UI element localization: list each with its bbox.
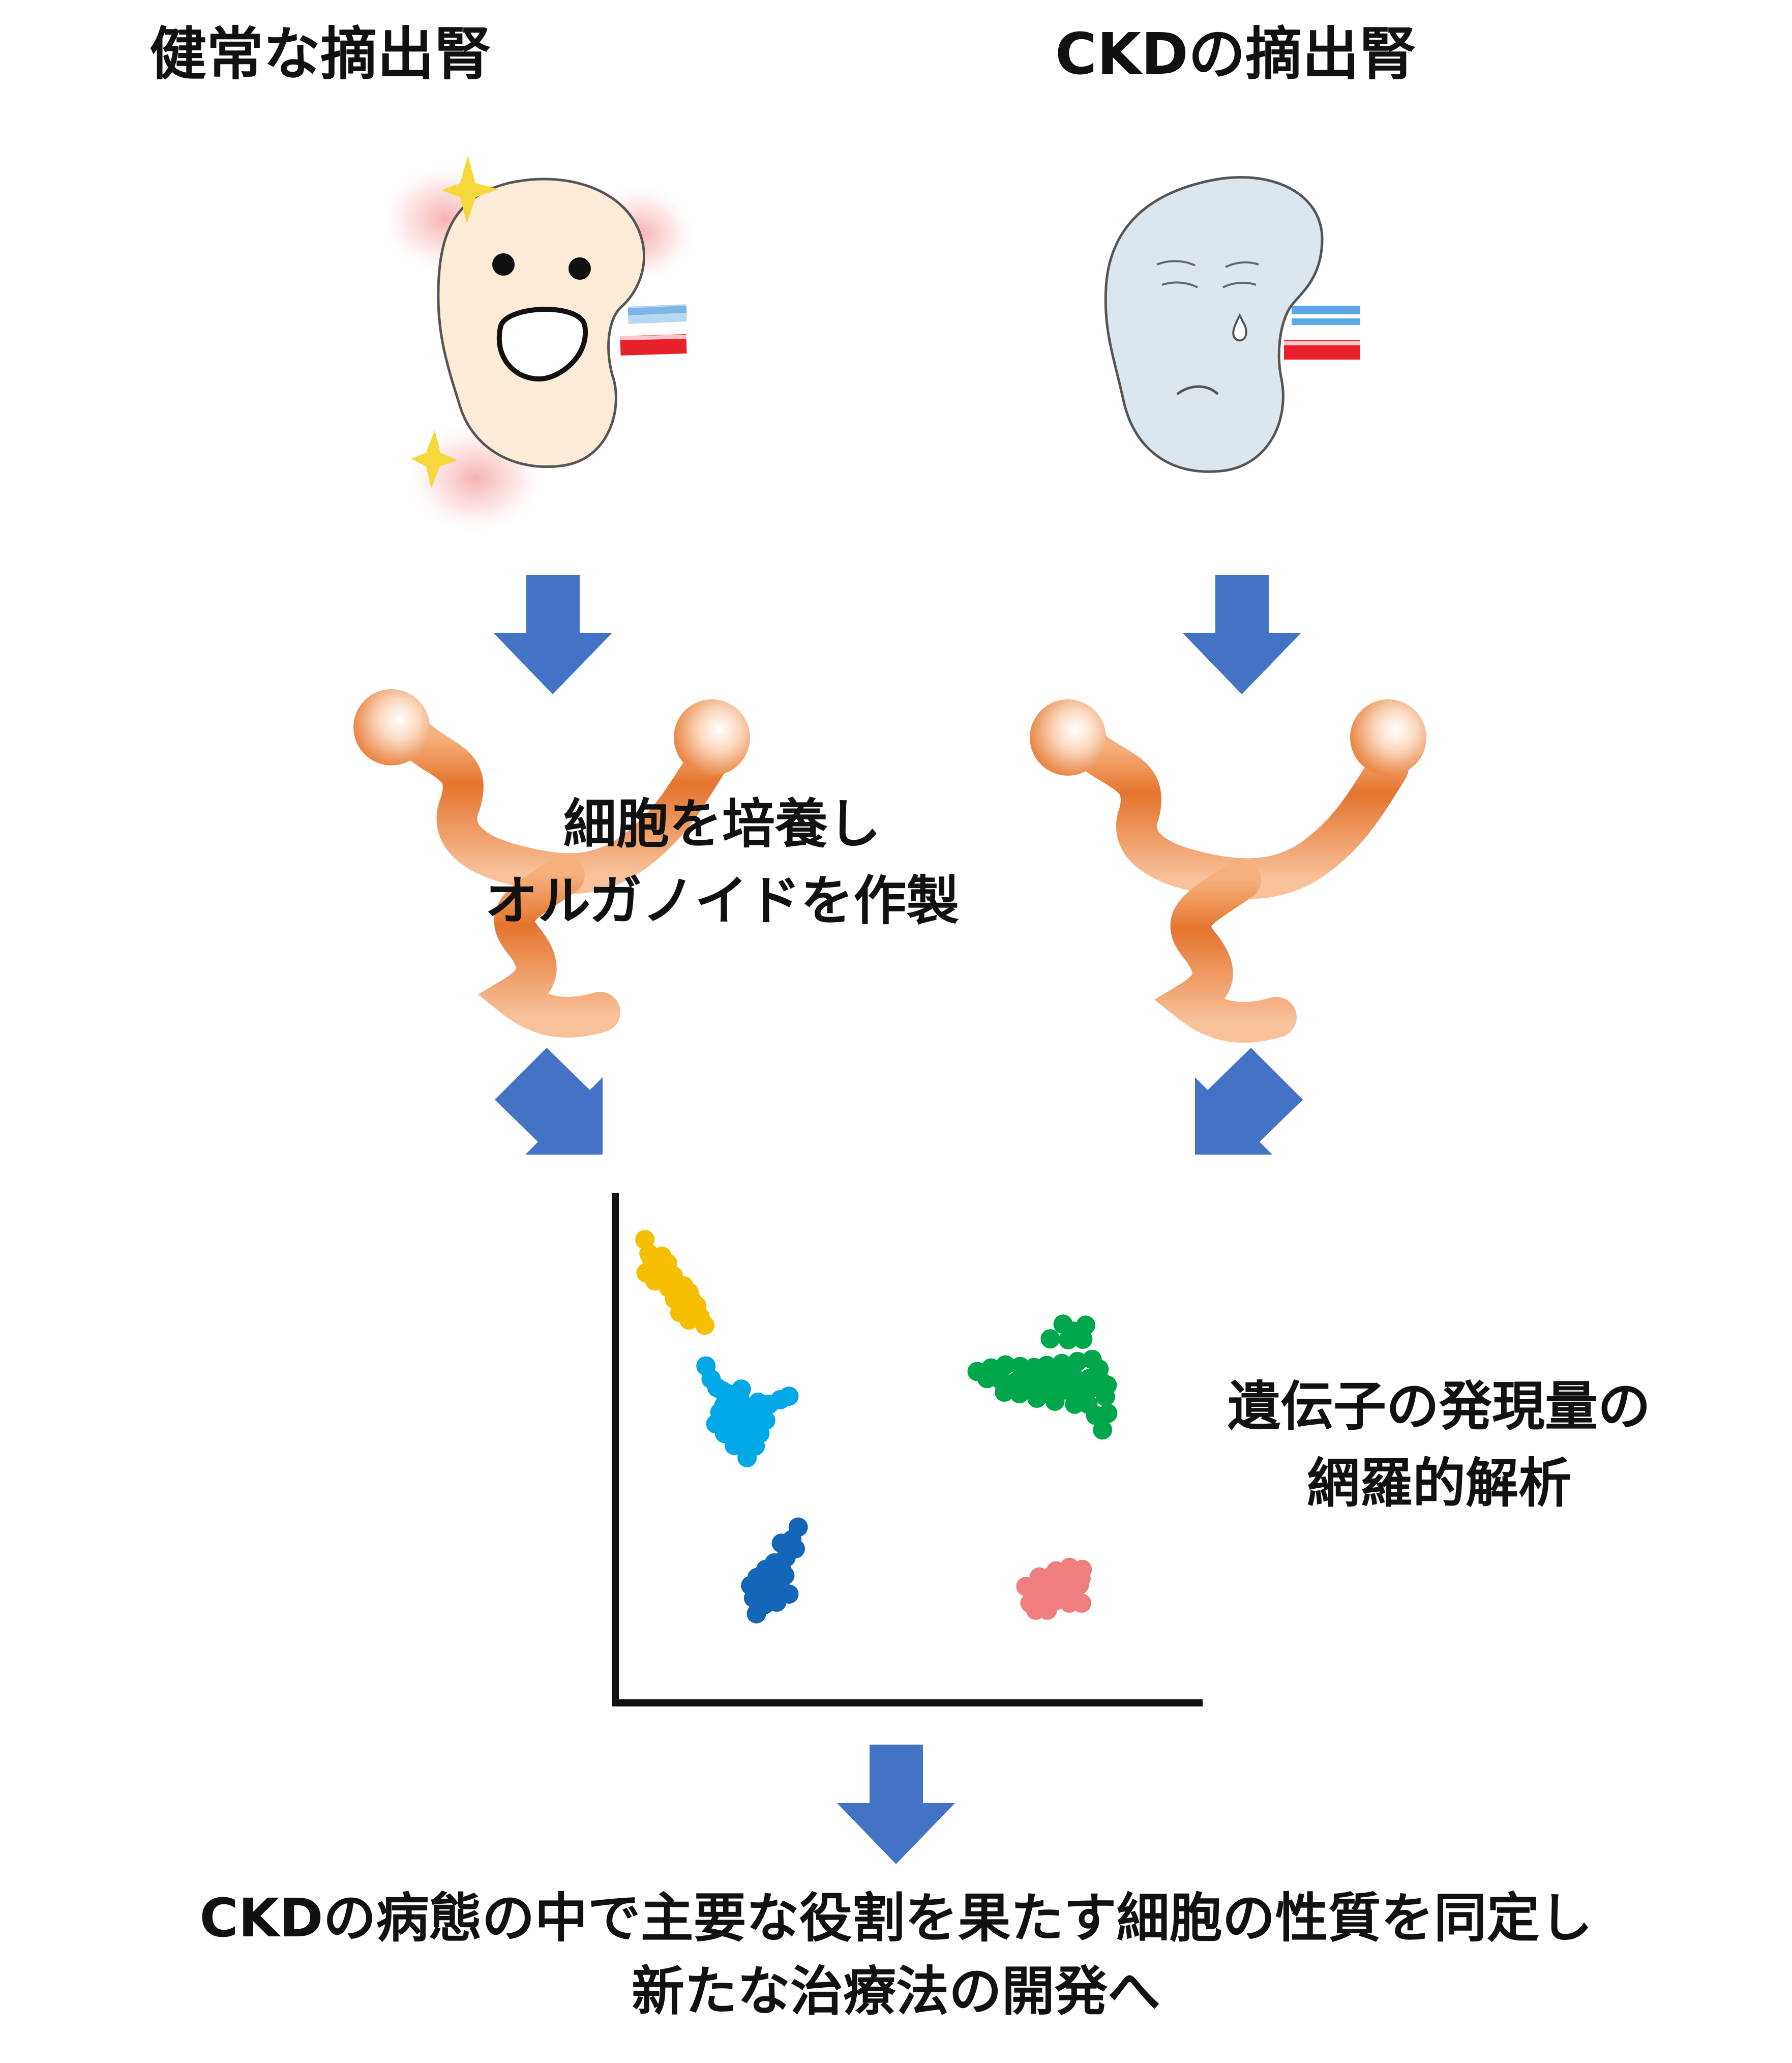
organoid-step-line: オルガノイドを作製 <box>485 869 960 932</box>
kidney-frown <box>1176 385 1219 395</box>
data-point-cluster-3 <box>1027 1389 1047 1408</box>
data-point-cluster-3 <box>1098 1403 1118 1423</box>
scatter-points <box>635 1230 1118 1624</box>
data-point-cluster-3 <box>1058 1330 1078 1350</box>
kidney-brow <box>1156 260 1196 267</box>
arrow-diagonal-right-icon <box>495 1048 603 1155</box>
data-point-cluster-3 <box>1095 1387 1115 1406</box>
data-point-cluster-3 <box>1065 1394 1085 1414</box>
conclusion-line: CKDの病態の中で主要な役割を果たす細胞の性質を同定し <box>199 1887 1593 1949</box>
organoid-bulb <box>1350 699 1426 776</box>
organoid-tube <box>1154 860 1297 1043</box>
data-point-cluster-3 <box>1040 1329 1060 1349</box>
kidney-eye-right <box>569 257 591 280</box>
kidney-brow <box>1222 281 1257 288</box>
kidney-smile <box>496 307 588 382</box>
data-point-cluster-3 <box>995 1382 1014 1402</box>
organoid-illustration-left <box>353 689 750 1038</box>
data-point-cluster-1 <box>679 1310 699 1330</box>
ckd-kidney-illustration <box>1104 176 1360 473</box>
organoid-tube <box>478 854 620 1038</box>
data-point-cluster-5 <box>1072 1593 1091 1613</box>
organoid-tube <box>1068 727 1409 899</box>
data-point-cluster-2 <box>779 1387 799 1406</box>
organoid-bulb <box>353 689 430 765</box>
data-point-cluster-2 <box>737 1448 757 1467</box>
data-point-cluster-3 <box>1045 1391 1065 1411</box>
ckd-kidney-heading: CKDの摘出腎 <box>1055 21 1416 87</box>
kidney-eye-left <box>492 253 515 276</box>
sparkle-icon <box>411 430 458 488</box>
analysis-step-line: 網羅的解析 <box>1306 1452 1571 1514</box>
data-point-cluster-3 <box>1073 1330 1093 1349</box>
conclusion-label: CKDの病態の中で主要な役割を果たす細胞の性質を同定し 新たな治療法の開発へ <box>6 1882 1786 2028</box>
organoid-bulb <box>1030 699 1106 776</box>
blood-vessel-artery <box>620 334 687 356</box>
data-point-cluster-3 <box>1009 1384 1029 1404</box>
arrow-diagonal-left-icon <box>1195 1048 1303 1155</box>
data-point-cluster-2 <box>731 1379 751 1399</box>
data-point-cluster-3 <box>1068 1351 1087 1371</box>
analysis-step-line: 遺伝子の発現量の <box>1227 1375 1651 1437</box>
data-point-cluster-5 <box>1037 1600 1057 1620</box>
organoid-tube <box>394 717 727 894</box>
scatter-plot <box>612 1193 1203 1706</box>
arrow-down-icon <box>1183 575 1301 694</box>
data-point-cluster-3 <box>1069 1379 1089 1399</box>
data-point-cluster-3 <box>977 1369 997 1389</box>
teardrop-icon <box>1232 313 1247 342</box>
kidney-brow <box>1225 261 1259 268</box>
healthy-kidney-heading: 健常な摘出腎 <box>150 21 491 87</box>
conclusion-line: 新たな治療法の開発へ <box>631 1960 1160 2022</box>
organoid-step-label: 細胞を培養し オルガノイドを作製 <box>468 786 976 939</box>
organoid-step-line: 細胞を培養し <box>563 793 881 855</box>
data-point-cluster-1 <box>695 1315 714 1335</box>
arrow-down-icon <box>494 575 612 694</box>
data-point-cluster-3 <box>996 1355 1016 1375</box>
data-point-cluster-3 <box>1093 1420 1113 1440</box>
data-point-cluster-4 <box>746 1604 766 1624</box>
data-point-cluster-3 <box>1010 1357 1030 1376</box>
kidney-shape <box>1104 176 1324 473</box>
sparkle-icon <box>441 155 498 224</box>
organoid-bulb <box>674 699 750 776</box>
kidney-brow <box>1161 281 1198 288</box>
arrow-down-icon <box>837 1745 955 1864</box>
blood-vessel-artery <box>620 335 687 340</box>
data-point-cluster-3 <box>1037 1355 1057 1375</box>
healthy-kidney-illustration <box>379 155 697 534</box>
organoid-illustration-right <box>1030 699 1426 1043</box>
blood-vessel-vein <box>628 306 687 315</box>
flow-arrows <box>494 575 1303 1864</box>
analysis-step-label: 遺伝子の発現量の 網羅的解析 <box>1159 1368 1719 1522</box>
